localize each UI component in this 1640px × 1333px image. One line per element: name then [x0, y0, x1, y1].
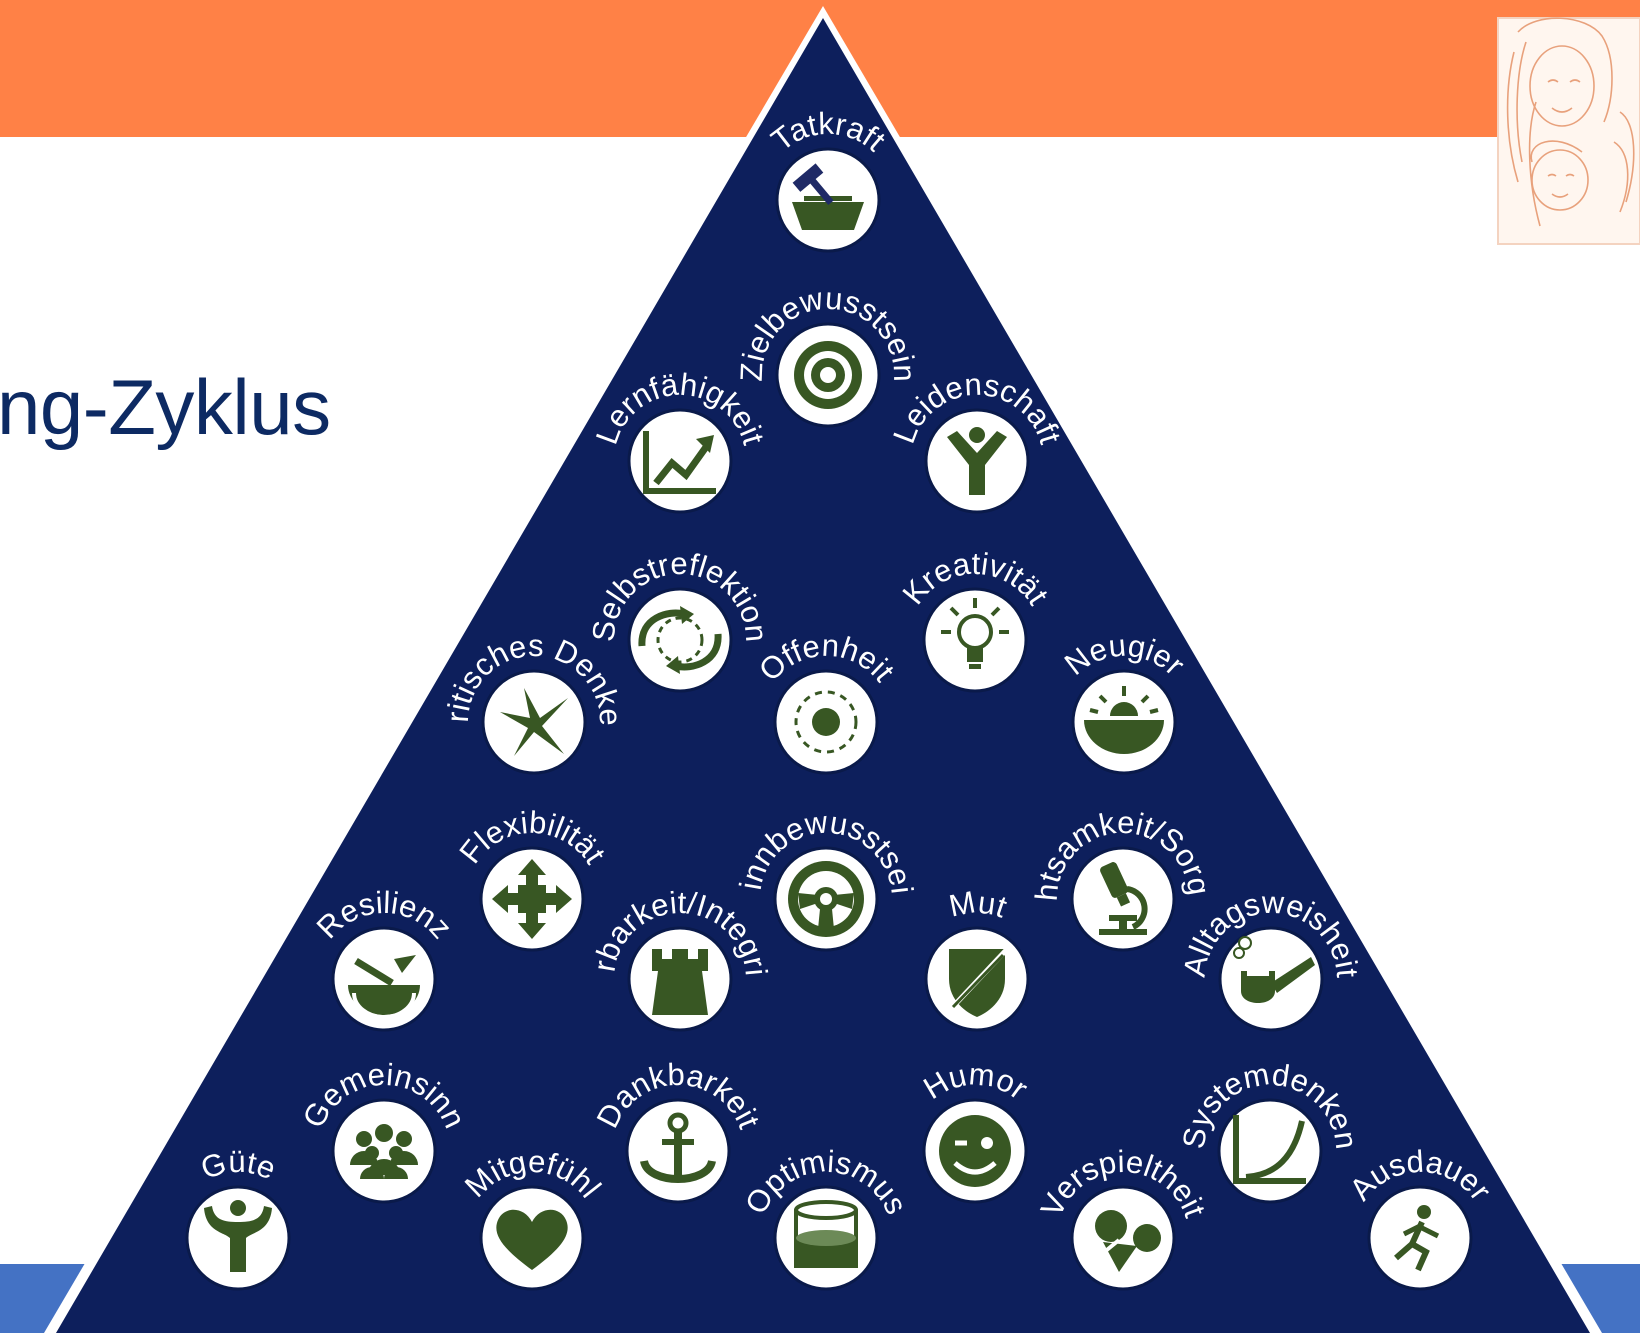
tower-icon — [652, 949, 708, 1015]
virtue-badge — [922, 587, 1028, 693]
virtue-badge — [331, 1098, 437, 1204]
playing-figure-icon — [1095, 1210, 1161, 1272]
group-icon — [350, 1124, 418, 1179]
microscope-icon — [1099, 862, 1148, 935]
open-arms-person-icon — [204, 1200, 272, 1272]
virtue-resilienz: Resilienz — [310, 885, 459, 1032]
virtue-ehrbarkeit: Ehrbarkeit/Integrität — [586, 885, 774, 1032]
curve-chart-icon — [1233, 1115, 1306, 1184]
virtue-badge — [1217, 1098, 1323, 1204]
cycle-arrows-icon — [638, 606, 722, 674]
virtue-badge — [627, 408, 733, 514]
light-bulb-icon — [941, 598, 1009, 669]
cheering-person-icon — [947, 427, 1007, 495]
glass-half-full-icon — [794, 1200, 858, 1268]
virtue-sinnbewusstsein: Sinnbewusstsein — [733, 804, 920, 952]
tatkraft-icon — [792, 163, 864, 230]
four-way-arrows-icon — [492, 859, 572, 939]
clashing-arrows-icon — [500, 688, 568, 756]
shield-sword-icon — [945, 945, 1011, 1017]
page-title: ng-Zyklus — [0, 363, 331, 451]
virtue-mut: Mut — [924, 884, 1030, 1032]
rising-sun-icon — [1084, 686, 1164, 754]
steering-wheel-icon — [788, 861, 864, 937]
virtue-badge — [627, 587, 733, 693]
growth-chart-icon — [643, 431, 716, 494]
virtue-guete: Güte — [185, 1144, 291, 1291]
anchor-icon — [640, 1112, 716, 1183]
bouncing-bowl-icon — [348, 955, 420, 1019]
open-circle-icon — [794, 690, 858, 754]
virtue-badge — [1367, 1185, 1473, 1291]
target-icon — [794, 341, 862, 409]
pipe-icon — [1233, 936, 1315, 1003]
runner-icon — [1394, 1205, 1440, 1272]
family-sketch-logo — [1497, 17, 1640, 245]
heart-icon — [496, 1209, 568, 1270]
virtue-badge — [1070, 1185, 1176, 1291]
winking-face-icon — [939, 1115, 1011, 1187]
